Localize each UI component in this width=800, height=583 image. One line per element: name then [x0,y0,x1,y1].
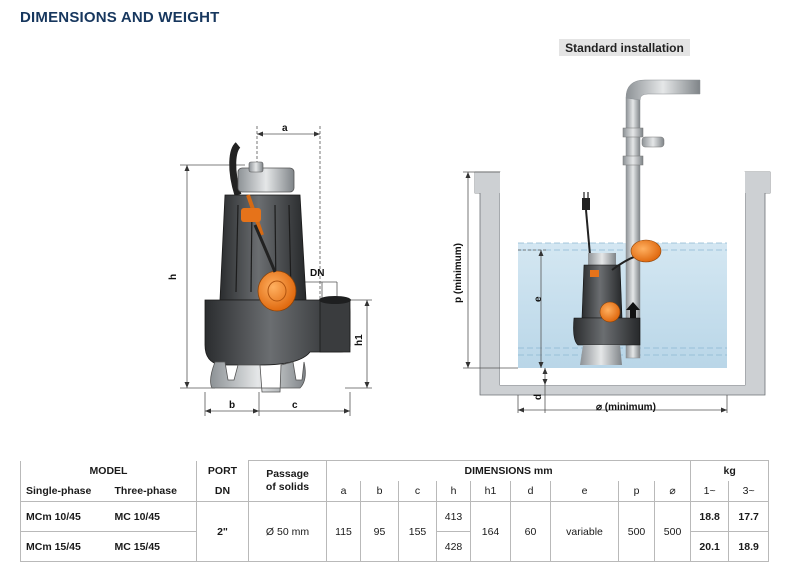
figures: a h DN h1 b c [168,79,771,416]
dim-a-label: a [282,123,288,134]
value-d: 60 [510,501,552,562]
col-b-header: b [360,481,400,502]
col-kg3-header: 3~ [728,481,770,502]
installation-label: Standard installation [559,39,690,56]
value-h1: 164 [470,501,512,562]
dimensions-header: DIMENSIONS mm [326,460,692,481]
port-header: PORT [196,460,250,481]
port-dn-header: DN [196,481,250,502]
passage-header-line2: of solids [265,481,310,493]
installation-drawing: p (minimum) e d ⌀ (minimum) [453,79,771,413]
value-e: variable [550,501,620,562]
spec-table: MODEL PORT Passage of solids DIMENSIONS … [19,460,770,562]
single-phase-header: Single-phase [20,481,111,502]
row2-single: MCm 15/45 [20,531,111,562]
value-c: 155 [398,501,438,562]
row1-three: MC 10/45 [110,501,198,532]
col-p-header: p [618,481,656,502]
value-b: 95 [360,501,400,562]
dim-b-label: b [229,400,235,411]
col-e-header: e [550,481,620,502]
col-c-header: c [398,481,438,502]
row2-h: 428 [436,531,472,562]
row1-h: 413 [436,501,472,532]
dim-h-label: h [168,274,179,280]
col-kg1-header: 1~ [690,481,730,502]
kg-header: kg [690,460,770,481]
dim-h1-label: h1 [354,334,365,346]
dim-d-label: d [533,394,544,400]
col-diameter-header: ⌀ [654,481,692,502]
col-h-header: h [436,481,472,502]
value-p: 500 [618,501,656,562]
dim-c-label: c [292,400,298,411]
col-a-header: a [326,481,362,502]
row2-kg1: 20.1 [690,531,730,562]
three-phase-header: Three-phase [110,481,198,502]
page-title: DIMENSIONS AND WEIGHT [20,9,220,26]
row1-kg3: 17.7 [728,501,770,532]
col-h1-header: h1 [470,481,512,502]
row1-single: MCm 10/45 [20,501,111,532]
pump-drawing: a h DN h1 b c [168,123,372,416]
passage-header-line1: Passage [266,468,309,480]
value-a: 115 [326,501,362,562]
dim-p-label: p (minimum) [453,243,464,303]
dim-dn-label: DN [310,268,324,279]
row2-kg3: 18.9 [728,531,770,562]
passage-value: Ø 50 mm [248,501,328,562]
port-value: 2" [196,501,250,562]
dim-diameter-label: ⌀ (minimum) [596,402,656,413]
row2-three: MC 15/45 [110,531,198,562]
model-header: MODEL [19,460,198,481]
value-diameter: 500 [654,501,692,562]
passage-header: Passage of solids [248,460,328,502]
row1-kg1: 18.8 [690,501,730,532]
dim-e-label: e [533,296,544,302]
col-d-header: d [510,481,552,502]
